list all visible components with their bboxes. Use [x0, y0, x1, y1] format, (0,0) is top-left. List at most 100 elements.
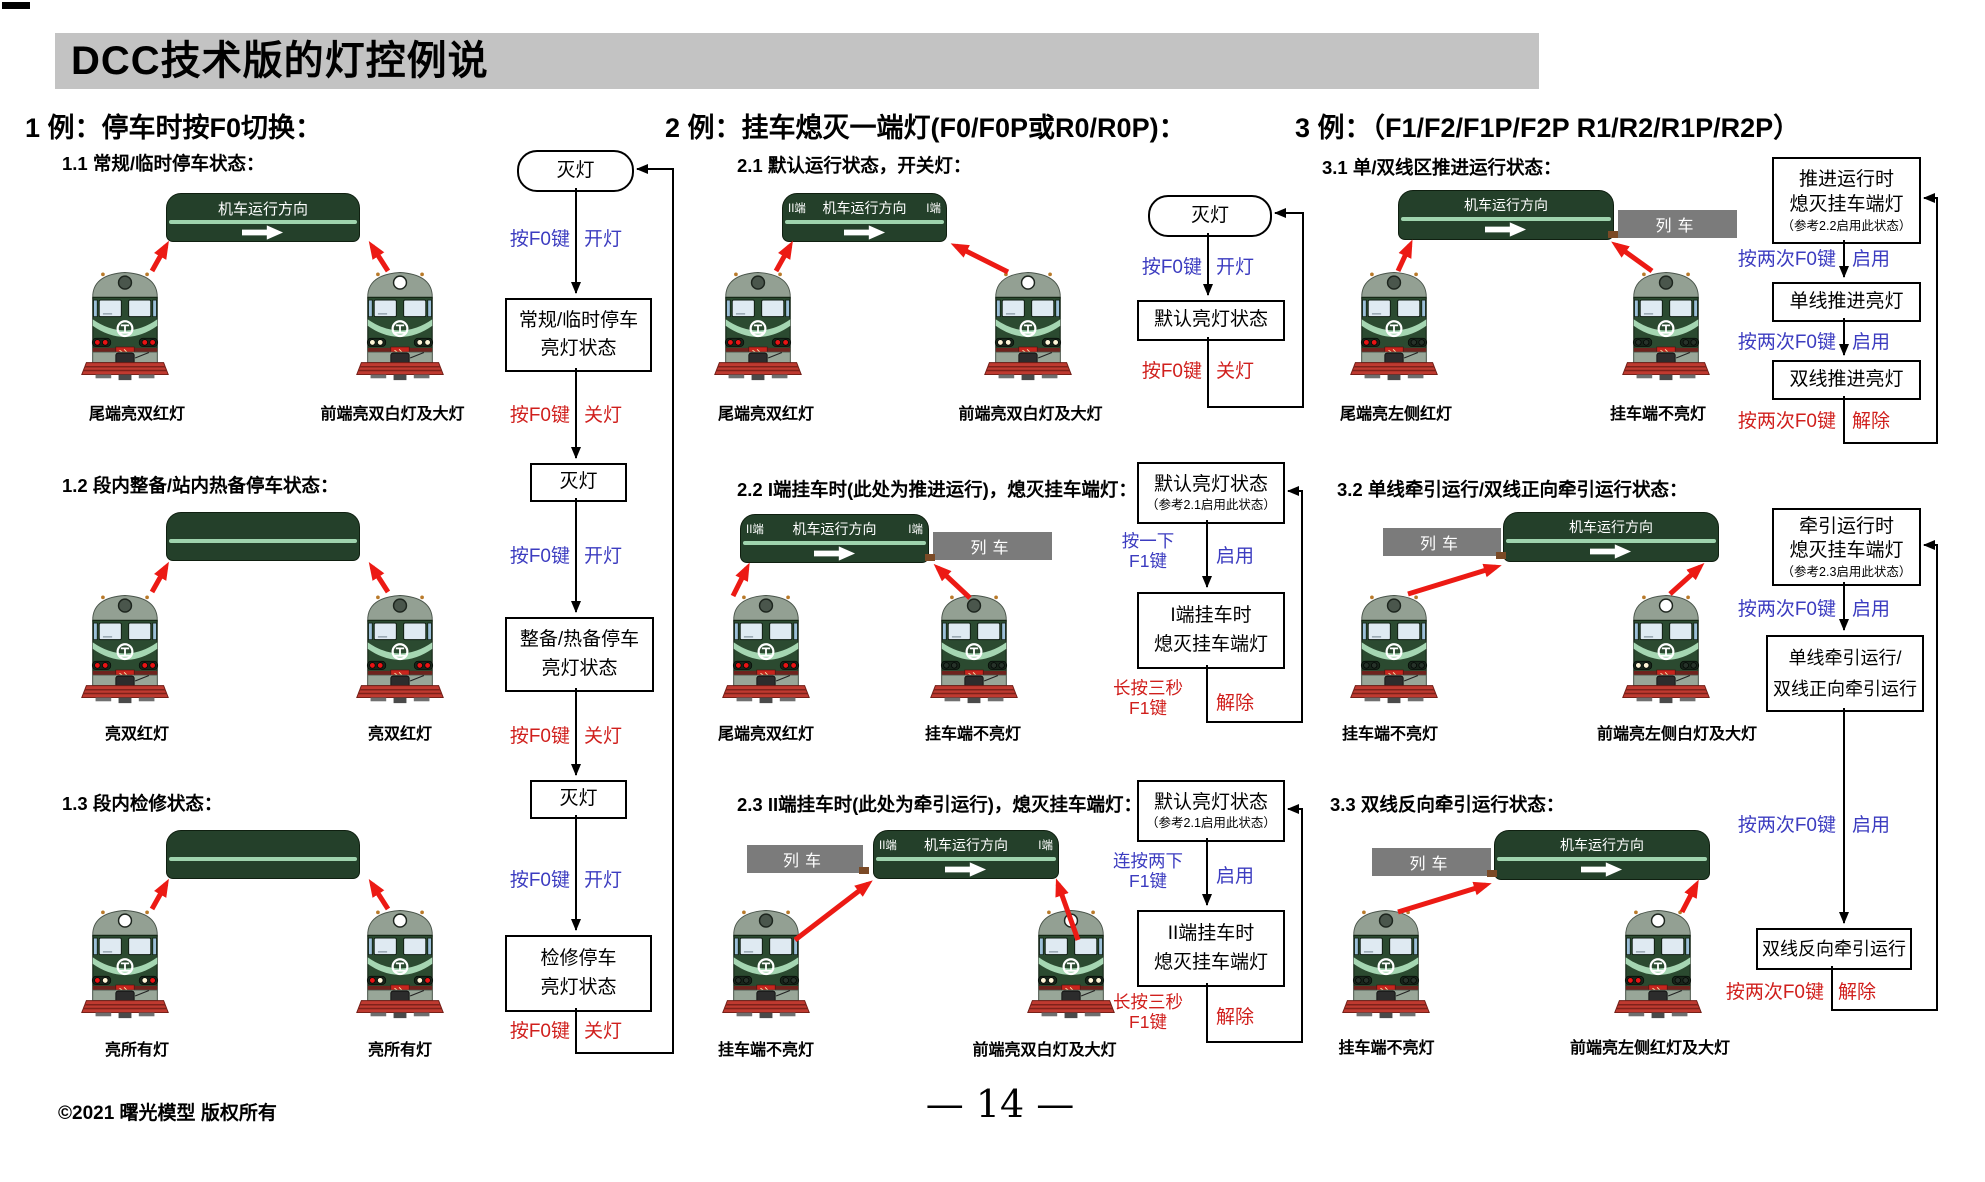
direction-label: 机车运行方向: [822, 200, 907, 216]
light-state-label: 尾端亮左侧红灯: [1339, 406, 1452, 423]
loco-front: [354, 585, 446, 709]
section-3-1-title: 3.1 单/双线区推进运行状态：: [1322, 157, 1562, 178]
flow-action-label: 启用: [1852, 249, 1891, 270]
loco-front: [1612, 900, 1704, 1024]
flow-box: 牵引运行时熄灭挂车端灯（参考2.3启用此状态）: [1772, 508, 1921, 586]
flow-box: 整备/热备停车亮灯状态: [505, 617, 654, 692]
flow-box: 默认亮灯状态（参考2.1启用此状态）: [1137, 462, 1285, 524]
end2-label: II端: [879, 840, 897, 852]
loco-front: [79, 585, 171, 709]
end1-label: I端: [926, 203, 941, 215]
flow-action-label: 关灯: [584, 726, 623, 747]
flow-box: 常规/临时停车亮灯状态: [505, 298, 652, 372]
consist-box: 列车: [1383, 528, 1501, 556]
flow-box: 默认亮灯状态: [1137, 300, 1285, 341]
flow-box: 双线推进亮灯: [1772, 360, 1921, 400]
flow-key-label: 按F0键: [1141, 257, 1202, 278]
section-1-3-title: 1.3 段内检修状态：: [62, 793, 223, 814]
section-3-2-title: 3.2 单线牵引运行/双线正向牵引运行状态：: [1337, 479, 1688, 500]
coupler: [1496, 552, 1506, 559]
flow-key-label: 按F0键: [509, 546, 570, 567]
flow-box: 检修停车亮灯状态: [505, 935, 652, 1012]
flow-action-label: 关灯: [1216, 361, 1255, 382]
direction-arrow-icon: [242, 225, 284, 240]
direction-label: 机车运行方向: [792, 521, 877, 537]
flow-key-label: 按两次F0键: [1737, 599, 1836, 620]
direction-arrow-icon: [844, 225, 886, 240]
copyright: ©2021 曙光模型 版权所有: [58, 1103, 277, 1124]
loco-top-view: [166, 512, 360, 561]
loco-front: [720, 900, 812, 1024]
light-state-label: 挂车端不亮灯: [1341, 726, 1438, 743]
loco-top-view: 机车运行方向: [1494, 830, 1710, 880]
flow-action-label: 解除: [1838, 982, 1877, 1003]
flow-action-label: 启用: [1852, 599, 1891, 620]
flow-box-lamp-off: 灭灯: [517, 150, 634, 192]
flow-action-label: 解除: [1216, 693, 1255, 714]
light-state-label: 尾端亮双红灯: [88, 406, 185, 423]
coupler: [859, 867, 869, 874]
end2-label: II端: [746, 524, 764, 536]
flow-key-label: 按两次F0键: [1737, 249, 1836, 270]
flow-action-label: 启用: [1216, 866, 1255, 887]
loco-front: [1340, 900, 1432, 1024]
light-state-label: 尾端亮双红灯: [717, 726, 814, 743]
light-state-label: 前端亮左侧红灯及大灯: [1569, 1040, 1730, 1057]
loco-front: [712, 262, 804, 386]
flow-key-label: 按两次F0键: [1737, 411, 1836, 432]
flow-action-label: 开灯: [584, 870, 623, 891]
loco-top-view: 机车运行方向: [166, 193, 360, 242]
direction-arrow-icon: [945, 862, 987, 877]
flow-action-label: 开灯: [584, 229, 623, 250]
direction-arrow-icon: [1581, 862, 1623, 877]
flow-box-lamp-off: 灭灯: [530, 463, 627, 502]
light-state-label: 前端亮双白灯及大灯: [958, 406, 1103, 423]
flow-action-label: 解除: [1852, 411, 1891, 432]
page-title: DCC技术版的灯控例说: [55, 33, 1539, 89]
loco-front: [1620, 262, 1712, 386]
direction-label: 机车运行方向: [1560, 837, 1644, 853]
end2-label: II端: [788, 203, 806, 215]
example1-header: 1 例：停车时按F0切换：: [25, 113, 323, 143]
loco-front: [982, 262, 1074, 386]
loco-front: [354, 900, 446, 1024]
flow-key-label: 按F0键: [509, 870, 570, 891]
flow-key-label: 按F0键: [509, 1021, 570, 1042]
light-state-label: 尾端亮双红灯: [717, 406, 814, 423]
flow-box: 推进运行时熄灭挂车端灯（参考2.2启用此状态）: [1772, 157, 1921, 244]
light-state-label: 亮所有灯: [367, 1042, 432, 1059]
loco-front: [354, 262, 446, 386]
section-3-3-title: 3.3 双线反向牵引运行状态：: [1330, 794, 1565, 815]
loco-front: [1348, 262, 1440, 386]
flow-box: 默认亮灯状态（参考2.1启用此状态）: [1137, 780, 1285, 842]
consist-box: 列车: [1372, 848, 1491, 876]
light-state-label: 亮双红灯: [104, 726, 169, 743]
light-state-label: 亮双红灯: [367, 726, 432, 743]
section-1-2-title: 1.2 段内整备/站内热备停车状态：: [62, 475, 339, 496]
flow-box: 单线推进亮灯: [1772, 282, 1921, 322]
light-state-label: 前端亮左侧白灯及大灯: [1596, 726, 1757, 743]
flow-action-label: 启用: [1852, 332, 1891, 353]
flow-action-label: 开灯: [584, 546, 623, 567]
direction-label: 机车运行方向: [1464, 197, 1548, 213]
flow-key-label: 按F0键: [509, 405, 570, 426]
flow-action-label: 关灯: [584, 405, 623, 426]
light-state-label: 挂车端不亮灯: [924, 726, 1021, 743]
flow-box-lamp-off: 灭灯: [530, 780, 627, 819]
section-2-1-title: 2.1 默认运行状态，开关灯：: [737, 155, 972, 176]
direction-arrow-icon: [1590, 544, 1632, 559]
section-1-1-title: 1.1 常规/临时停车状态：: [62, 153, 265, 174]
light-state-label: 挂车端不亮灯: [717, 1042, 814, 1059]
example3-header: 3 例：（F1/F2/F1P/F2P R1/R2/R1P/R2P）: [1295, 113, 1801, 143]
loco-top-view: [166, 830, 360, 879]
light-state-label: 挂车端不亮灯: [1609, 406, 1706, 423]
flow-action-label: 关灯: [584, 1021, 623, 1042]
flow-key-label: 按F0键: [1141, 361, 1202, 382]
light-state-label: 前端亮双白灯及大灯: [972, 1042, 1117, 1059]
flow-box-lamp-off: 灭灯: [1148, 195, 1272, 237]
loco-front: [1348, 585, 1440, 709]
direction-arrow-icon: [1485, 222, 1527, 237]
loco-top-view: 机车运行方向: [1398, 190, 1614, 240]
flow-box: 单线牵引运行/双线正向牵引运行: [1766, 635, 1924, 712]
